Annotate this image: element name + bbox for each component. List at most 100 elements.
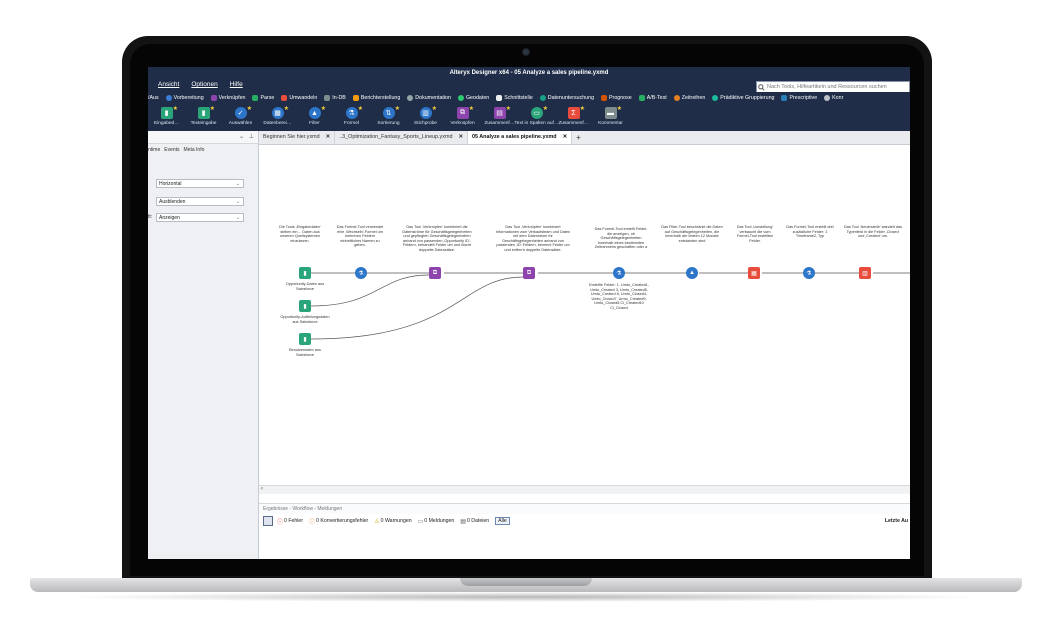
annotation-neuerstelle: Das Tool ‚Neuerstelle‘ wandelt das Typen… [844,225,902,239]
crosstab-node[interactable]: ▥ [859,267,871,279]
category-label: Datenuntersuchung [547,95,595,101]
category-prognose[interactable]: Prognose [601,95,632,101]
category-dokumentation[interactable]: Dokumentation [407,95,451,101]
transpose-node[interactable]: ▦ [748,267,760,279]
close-icon[interactable]: ✕ [562,134,568,140]
category-in-db[interactable]: In-DB [324,95,346,101]
text-to-columns-icon: ▭ [530,107,543,119]
app-screen: Alteryx Designer x64 - 05 Analyze a sale… [148,67,910,559]
tab-sales-pipeline[interactable]: 05 Analyze a sales pipeline.yxmd✕ [467,131,573,144]
join-node-2[interactable]: ⧉ [523,267,535,279]
tool-stichprobe[interactable]: ▥★Stichprobe [407,104,444,131]
category-berichterstellung[interactable]: Berichterstellung [352,95,401,101]
category-zeitreihen[interactable]: Zeitreihen [673,95,705,101]
tool-text-in-spalten[interactable]: ▭★Text in Spalten auf… [514,104,558,131]
tool-label: Text in Spalten auf… [514,121,559,126]
scroll-left-icon[interactable]: ‹ [261,486,263,492]
files-filter[interactable]: ▤0 Dateien [460,518,489,525]
category-dot-icon [457,95,464,101]
tool-kommentar[interactable]: ▬★Kommentar [592,104,629,131]
tool-zusammenfuehren[interactable]: ▤★Zusammenf… [481,104,518,131]
summarize-icon: Σ [567,107,580,119]
new-tab-button[interactable]: + [576,133,581,142]
tab-label: Beginnen Sie hier.yxmd [263,134,320,140]
category-ab-test[interactable]: A/B-Test [638,95,667,101]
tool-sortierung[interactable]: ⇅★Sortierung [370,104,407,131]
tool-label: Zusammenf… [558,121,589,126]
close-icon[interactable]: ✕ [458,134,463,140]
category-verknuepfen[interactable]: Verknüpfen [210,95,245,101]
favorite-star-icon: ★ [209,106,215,112]
category-dot-icon [601,95,608,101]
search-input[interactable] [765,84,909,90]
tool-filter[interactable]: ▲★Filter [296,104,333,131]
tab-fantasy-sports[interactable]: ..3_Optimization_Fantasy_Sports_Lineup.y… [335,131,468,144]
tool-formel[interactable]: ⚗★Formel [333,104,370,131]
filter-label: 0 Dateien [466,518,490,524]
tab-events[interactable]: Events [164,147,180,153]
menu-hilfe[interactable]: Hilfe [229,81,243,88]
input-data-node-users[interactable]: ▮ [299,333,311,345]
menu-bar: Ansicht Optionen Hilfe [148,81,243,92]
menu-optionen[interactable]: Optionen [191,81,218,88]
category-prescriptive[interactable]: Prescriptive [781,95,817,101]
filter-icon: ▲ [308,107,321,119]
tool-verknuepfen[interactable]: ⧉★Verknüpfen [444,104,481,131]
category-label: Berichterstellung [360,95,401,101]
grid-icon: ▦ [271,107,284,119]
pin-icon[interactable]: ⊥ [248,134,254,140]
category-schnittstelle[interactable]: Schnittstelle [496,95,533,101]
category-vorbereitung[interactable]: Vorbereitung [165,95,204,101]
all-filter-button[interactable]: Alle [495,517,510,525]
message-icon: ▭ [417,518,424,525]
category-umwandeln[interactable]: Umwandeln [281,95,317,101]
formula-node-1[interactable]: ⚗ [355,267,367,279]
tool-datenbereinigung[interactable]: ▦★Datenberei… [259,104,296,131]
layout-direction-select[interactable]: Horizontal⌄ [156,179,244,188]
laptop-notch [460,578,592,586]
file-icon: ▤ [460,518,466,525]
category-parse[interactable]: Parse [252,95,274,101]
webcam-icon [523,49,529,55]
visibility-select[interactable]: Ausblenden⌄ [156,197,244,206]
join-node-1[interactable]: ⧉ [429,267,441,279]
category-ein-aus[interactable]: /Aus [148,95,159,101]
warnings-filter[interactable]: ⚠0 Warnungen [374,518,411,525]
workflow-canvas[interactable]: Die Tools ‚Eingabedaten‘ stellen ein… Da… [259,145,910,485]
input-data-node-opportunity[interactable]: ▮ [299,267,311,279]
tab-runtime[interactable]: ntime [148,147,161,153]
results-grid-icon[interactable] [263,516,273,526]
horizontal-scrollbar[interactable]: ‹ [259,485,910,494]
tool-auswaehlen[interactable]: ✓★Auswählen [222,104,259,131]
category-konnektoren[interactable]: Konr [824,95,843,101]
favorite-star-icon: ★ [505,106,511,112]
messages-filter[interactable]: ▭0 Meldungen [418,518,455,525]
tab-beginnen-sie-hier[interactable]: Beginnen Sie hier.yxmd ✕ [259,131,336,144]
category-label: Konr [832,95,844,101]
tool-label: Filter [309,121,320,126]
category-geodaten[interactable]: Geodaten [457,95,489,101]
tool-texteingabe[interactable]: ▮★Texteingabe [185,104,222,131]
filter-node[interactable]: ▲ [686,267,698,279]
annotation-join1: Das Tool ‚Verknüpfen‘ kombiniert die Dat… [402,225,472,252]
node-label: Opportunity-Daten aus Salesforce [285,282,325,291]
category-label: Prognose [609,95,632,101]
formula-node-2[interactable]: ⚗ [613,267,625,279]
tool-palette: ▮★Eingabed… ▮★Texteingabe ✓★Auswählen ▦★… [148,104,910,131]
tool-eingabedaten[interactable]: ▮★Eingabed… [148,104,185,131]
category-praediktive-gruppierung[interactable]: Prädiktive Gruppierung [712,95,774,101]
chevron-down-icon[interactable]: ⌄ [238,134,244,140]
formula-node-3[interactable]: ⚗ [803,267,815,279]
title-bar: Alteryx Designer x64 - 05 Analyze a sale… [148,67,910,93]
display-select[interactable]: Anzeigen⌄ [156,213,244,222]
tool-zusammenfassen[interactable]: Σ★Zusammenf… [555,104,592,131]
tab-meta-info[interactable]: Meta Info [183,147,205,153]
category-dot-icon [210,95,217,101]
menu-ansicht[interactable]: Ansicht [158,81,180,88]
category-datenuntersuchung[interactable]: Datenuntersuchung [539,95,595,101]
input-data-node-splits[interactable]: ▮ [299,300,311,312]
close-icon[interactable]: ✕ [325,134,331,140]
sort-icon: ⇅ [382,107,395,119]
